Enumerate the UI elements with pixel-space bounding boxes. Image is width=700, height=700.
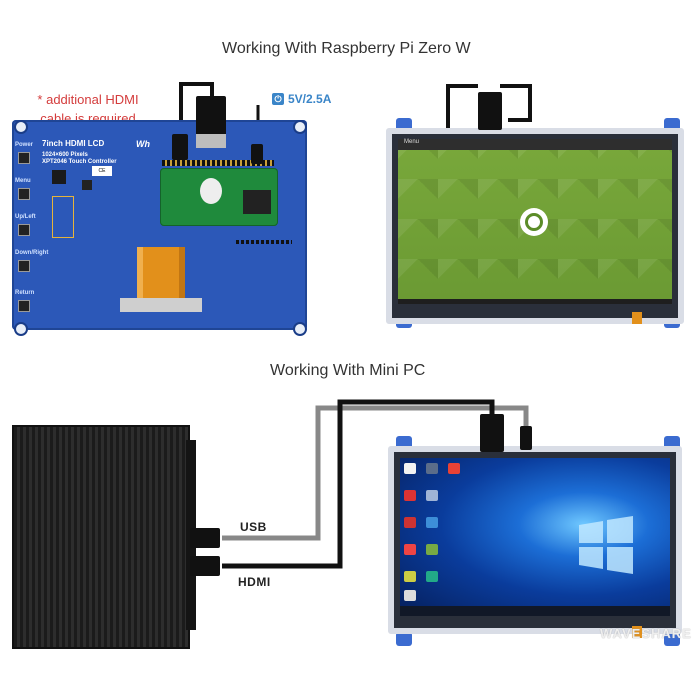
up-left-button[interactable] [18,224,30,236]
menu-button[interactable] [18,188,30,200]
button-label-return: Return [15,290,35,296]
hdmi-plug-top-left [196,96,226,140]
button-label-power: Power [15,142,34,148]
mount-hole [293,120,307,134]
power-icon: ⏻ [272,93,284,105]
button-label-up-left: Up/Left [15,214,36,220]
soc-chip [243,190,271,214]
windows-logo-icon [579,516,633,574]
title-mini-pc: Working With Mini PC [270,362,426,379]
touch-ribbon [632,626,642,638]
desktop-icon[interactable] [404,517,416,528]
hdmi-cable-mini-pc [222,399,495,569]
mount-hole [293,322,307,336]
touch-ribbon [632,312,642,324]
desktop-icon[interactable] [426,463,438,474]
down-right-button[interactable] [18,260,30,272]
board-controller: XPT2046 Touch Controller [42,159,117,165]
windows-taskbar [400,606,670,616]
usb-plug [172,134,188,160]
mount-hole [14,322,28,336]
usb-plug-mini-pc [190,528,220,548]
return-button[interactable] [18,300,30,312]
ubuntu-top-bar: Menu [398,139,672,150]
brand-logo: Wh [136,139,150,149]
waveshare-watermark: WAVESHARE [600,626,692,641]
mount-hole [14,120,28,134]
desktop-icon[interactable] [404,490,416,501]
board-model: 7inch HDMI LCD [42,139,105,148]
button-label-down-right: Down/Right [15,250,49,256]
mount-tab [396,632,412,646]
power-spec-label: 5V/2.5A [288,92,332,106]
desktop-icon[interactable] [426,571,438,582]
desktop-icon[interactable] [404,544,416,555]
power-plug [251,144,263,164]
title-raspberry-pi-zero: Working With Raspberry Pi Zero W [222,40,471,57]
ubuntu-logo-icon [520,208,548,236]
desktop-icon[interactable] [426,490,438,501]
hdmi-plug-mini-pc [190,556,220,576]
hdmi-cable-top-right [446,84,532,128]
desktop-icon[interactable] [426,517,438,528]
hdmi-plug-bottom-right [480,414,504,452]
hdmi-plug-top-right [478,92,502,130]
desktop-icon[interactable] [404,571,416,582]
hdmi-port [196,134,226,148]
ubuntu-menu-label[interactable]: Menu [404,139,420,145]
note-line-1: * additional HDMI [37,92,139,107]
touch-connector [52,196,74,238]
usb-label: USB [240,520,267,534]
power-spec: ⏻ 5V/2.5A [272,92,331,106]
browser-icon[interactable] [448,463,460,474]
desktop-icon[interactable] [426,544,438,555]
recycle-bin-icon[interactable] [404,590,416,601]
gpio-header [162,160,274,166]
chip [82,180,92,190]
fpc-cable [137,247,185,307]
power-button[interactable] [18,152,30,164]
chip [52,170,66,184]
board-resolution: 1024×600 Pixels [42,152,88,158]
usb-plug-bottom-right [520,426,532,450]
ce-mark: CE [92,166,112,176]
mount-tab [664,632,680,646]
pin-header [236,240,292,244]
desktop-icon[interactable] [404,463,416,474]
hdmi-cable-top-left [179,82,214,140]
usb-cable [222,405,529,541]
button-label-menu: Menu [15,178,31,184]
fpc-connector [120,298,202,312]
mini-pc [12,425,190,649]
screen-bottom-edge [398,299,672,304]
hdmi-label: HDMI [238,575,271,589]
raspberry-logo [200,178,222,204]
